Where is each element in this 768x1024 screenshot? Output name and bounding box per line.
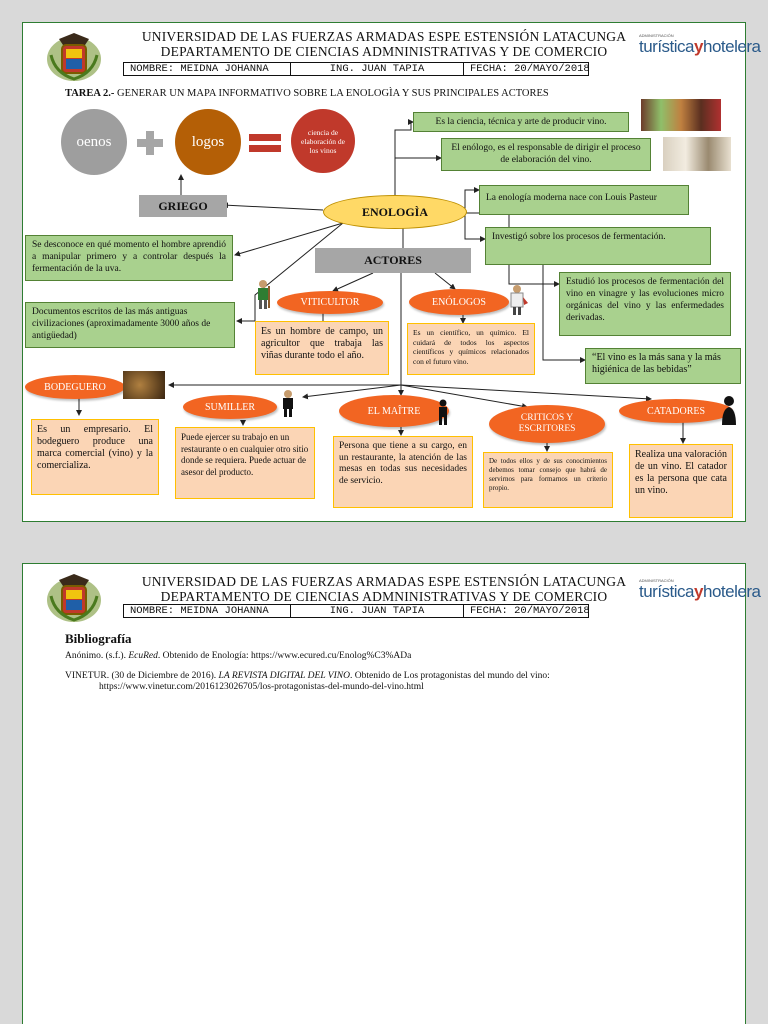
task-label: TAREA 2.- [65,88,115,99]
page-1: UNIVERSIDAD DE LAS FUERZAS ARMADAS ESPE … [22,22,761,522]
ref2-author: VINETUR. (30 de Diciembre de 2016). [65,671,219,681]
ref2-rest: . Obtenido de Los protagonistas del mund… [349,671,550,681]
reference-2: VINETUR. (30 de Diciembre de 2016). LA R… [65,671,705,693]
header-fecha: FECHA: 20/MAYO/2018 [464,604,590,618]
griego-label: GRIEGO [158,198,208,213]
header-ing: ING. JUAN TAPIA [291,62,464,76]
logo-text-y: y [694,37,703,56]
enologist-photo-image [663,137,731,171]
criticos-desc: De todos ellos y de sus conocimientos de… [483,452,613,508]
oenos-label: oenos [76,133,112,150]
turistica-hotelera-logo: ADMINISTRACIÓN turísticayhotelera [639,578,761,612]
logos-circle: logos [175,109,241,175]
university-crest-icon [45,29,103,83]
catadores-label: CATADORES [646,405,706,417]
taster-icon [719,395,739,425]
sommelier-icon [279,389,297,417]
enologos-desc: Es un científico, un químico. El cuidará… [407,323,535,375]
sumiller-oval: SUMILLER [183,395,277,419]
header-department: DEPARTAMENTO DE CIENCIAS ADMNINISTRATIVA… [160,44,608,59]
logo-text-y: y [694,582,703,601]
turistica-hotelera-logo: ADMINISTRACIÓN turísticayhotelera [639,33,761,67]
box-pasteur: La enología moderna nace con Louis Paste… [479,185,689,215]
bodeguero-label: BODEGUERO [44,381,106,393]
bodeguero-desc: Es un empresario. El bodeguero produce u… [31,419,159,495]
header-fecha: FECHA: 20/MAYO/2018 [464,62,590,76]
header-university: UNIVERSIDAD DE LAS FUERZAS ARMADAS ESPE … [141,29,627,44]
plus-icon [135,131,165,155]
viticultor-label: VITICULTOR [300,297,360,308]
wine-barrels-image [123,371,165,399]
ciencia-label: ciencia de elaboración de los vinos [301,127,345,155]
griego-box: GRIEGO [139,195,227,217]
bibliography-title: Bibliografía [65,631,132,646]
logos-label: logos [191,133,225,150]
ref1-rest: . Obtenido de Enología: https://www.ecur… [157,651,412,661]
actores-box: ACTORES [315,248,471,273]
wine-grapes-image [641,99,721,131]
sumiller-desc: Puede ejercer su trabajo en un restauran… [175,427,315,499]
box-ciencia: Es la ciencia, técnica y arte de produci… [413,112,629,132]
header-info-row: NOMBRE: MEIDNA JOHANNA ING. JUAN TAPIA F… [123,62,590,76]
header-university: UNIVERSIDAD DE LAS FUERZAS ARMADAS ESPE … [141,574,627,589]
ref2-url[interactable]: https://www.vinetur.com/2016123026705/lo… [99,682,424,692]
enologos-oval: ENÓLOGOS [409,289,509,315]
logo-small-text: ADMINISTRACIÓN [639,578,674,583]
box-desconoce: Se desconoce en qué momento el hombre ap… [25,235,233,281]
criticos-oval: CRITICOS Y ESCRITORES [489,405,605,443]
actores-label: ACTORES [364,253,422,267]
box-documentos: Documentos escritos de las más antiguas … [25,302,235,348]
header-info-row: NOMBRE: MEIDNA JOHANNA ING. JUAN TAPIA F… [123,604,590,618]
viticultor-oval: VITICULTOR [277,291,383,314]
header-nombre: NOMBRE: MEIDNA JOHANNA [123,62,291,76]
reference-1: Anónimo. (s.f.). EcuRed. Obtenido de Eno… [65,651,705,662]
maitre-oval: EL MAÎTRE [339,395,449,427]
catadores-oval: CATADORES [619,399,733,423]
box-investigo: Investigó sobre los procesos de fermenta… [485,227,711,265]
maitre-desc: Persona que tiene a su cargo, en un rest… [333,436,473,508]
logo-text-a: turística [639,582,695,601]
waiter-icon [435,399,451,425]
equals-icon [249,132,281,154]
box-quote: “El vino es la más sana y la más higiéni… [585,348,741,384]
university-crest-icon [45,570,103,624]
header-ing: ING. JUAN TAPIA [291,604,464,618]
enologia-oval: ENOLOGÌA [323,195,467,229]
enologia-label: ENOLOGÌA [361,204,428,219]
viticultor-desc: Es un hombre de campo, un agricultor que… [255,321,389,375]
logo-text-b: hotelera [703,37,761,56]
page-2: UNIVERSIDAD DE LAS FUERZAS ARMADAS ESPE … [22,563,761,1024]
box-enologo: El enólogo, es el responsable de dirigir… [441,138,651,171]
header-nombre: NOMBRE: MEIDNA JOHANNA [123,604,291,618]
maitre-label: EL MAÎTRE [367,405,421,417]
ref1-source: EcuRed [128,651,158,661]
bodeguero-oval: BODEGUERO [25,375,125,399]
logo-text-a: turística [639,37,695,56]
task-text: GENERAR UN MAPA INFORMATIVO SOBRE LA ENO… [114,88,549,99]
ref1-author: Anónimo. (s.f.). [65,651,129,661]
logo-text-b: hotelera [703,582,761,601]
sumiller-label: SUMILLER [205,401,255,413]
enologos-label: ENÓLOGOS [432,296,486,308]
logo-small-text: ADMINISTRACIÓN [639,33,674,38]
scientist-icon [505,283,529,315]
farmer-icon [251,278,275,310]
catadores-desc: Realiza una valoración de un vino. El ca… [629,444,733,518]
task-title: TAREA 2.- GENERAR UN MAPA INFORMATIVO SO… [65,88,549,99]
header-department: DEPARTAMENTO DE CIENCIAS ADMNINISTRATIVA… [160,589,608,604]
criticos-label: CRITICOS Y ESCRITORES [518,413,576,434]
ciencia-circle: ciencia de elaboración de los vinos [291,109,355,173]
ref2-source: LA REVISTA DIGITAL DEL VINO [218,671,350,681]
oenos-circle: oenos [61,109,127,175]
box-estudio: Estudió los procesos de fermentación del… [559,272,731,336]
